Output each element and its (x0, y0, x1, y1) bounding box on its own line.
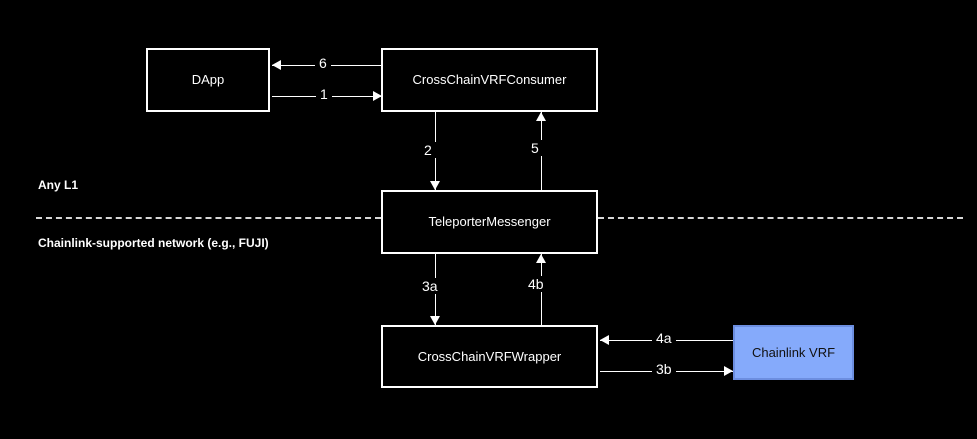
node-chainlink-vrf-label: Chainlink VRF (751, 344, 836, 360)
edge-1-label: 1 (316, 86, 332, 102)
node-crosschainvrfconsumer[interactable]: CrossChainVRFConsumer (381, 48, 598, 112)
edge-3a-label: 3a (418, 278, 442, 294)
node-crosschainvrfconsumer-label: CrossChainVRFConsumer (412, 72, 567, 88)
edge-4a-label: 4a (652, 330, 676, 346)
edge-3a-arrowhead (430, 316, 440, 325)
node-crosschainvrfwrapper[interactable]: CrossChainVRFWrapper (381, 325, 598, 388)
edge-5-arrowhead (536, 112, 546, 121)
edge-5-label: 5 (527, 140, 543, 156)
edge-4b-arrowhead (536, 254, 546, 263)
edge-3b-arrowhead (724, 366, 733, 376)
edge-2-arrowhead (430, 181, 440, 190)
network-divider-left (36, 217, 381, 219)
edge-1-arrowhead (373, 91, 382, 101)
network-divider-right (598, 217, 963, 219)
node-dapp[interactable]: DApp (146, 48, 270, 112)
node-dapp-label: DApp (191, 72, 225, 88)
node-crosschainvrfwrapper-label: CrossChainVRFWrapper (417, 348, 562, 364)
zone-label-chainlink-network: Chainlink-supported network (e.g., FUJI) (38, 236, 269, 250)
node-teleportermessenger-label: TeleporterMessenger (428, 214, 551, 230)
node-teleportermessenger[interactable]: TeleporterMessenger (381, 190, 598, 254)
zone-label-any-l1: Any L1 (38, 178, 79, 192)
edge-4a-arrowhead (600, 335, 609, 345)
edge-4b-label: 4b (524, 276, 548, 292)
edge-2-label: 2 (420, 142, 436, 158)
node-chainlink-vrf[interactable]: Chainlink VRF (733, 325, 854, 380)
edge-6-label: 6 (315, 55, 331, 71)
edge-3b-label: 3b (652, 361, 676, 377)
edge-6-arrowhead (272, 60, 281, 70)
